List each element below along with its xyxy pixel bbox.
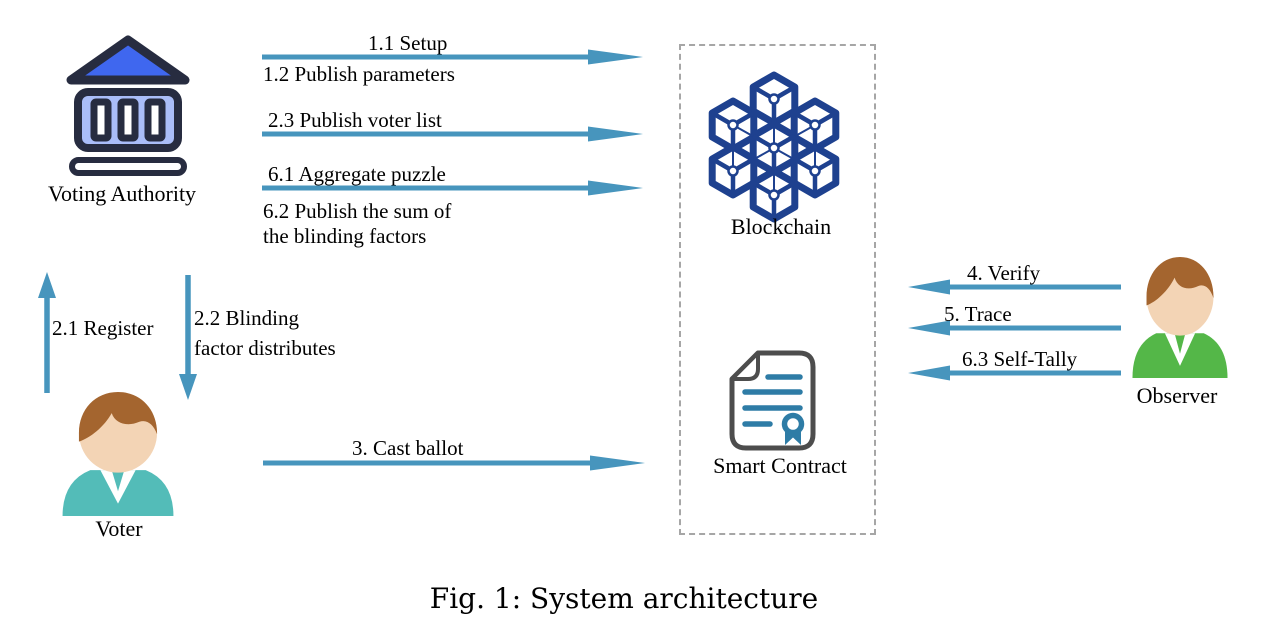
- blockchain-cubes-icon: [708, 71, 840, 223]
- edge-label-aggregate-1: 6.1 Aggregate puzzle: [268, 162, 446, 186]
- edge-label-voter-list: 2.3 Publish voter list: [268, 108, 442, 132]
- edge-label-setup-1: 1.1 Setup: [368, 31, 448, 55]
- edge-label-trace: 5. Trace: [944, 302, 1012, 326]
- edge-label-verify: 4. Verify: [967, 261, 1041, 285]
- blockchain-container-box: [679, 44, 876, 535]
- node-label-smart-contract: Smart Contract: [713, 453, 847, 478]
- arrow-self-tally: [908, 365, 1121, 381]
- arrow-publish-voter-list: [262, 126, 643, 142]
- node-label-blockchain: Blockchain: [730, 214, 832, 239]
- voter-person-icon: [62, 392, 174, 516]
- edge-label-blinding-2: factor distributes: [194, 336, 336, 360]
- edge-label-setup-2: 1.2 Publish parameters: [263, 62, 455, 86]
- arrow-verify: [908, 279, 1121, 295]
- arrow-setup: [262, 49, 643, 65]
- figure-caption: Fig. 1: System architecture: [429, 582, 819, 615]
- edge-label-cast-ballot: 3. Cast ballot: [352, 436, 464, 460]
- node-label-voter: Voter: [95, 516, 143, 541]
- node-label-voting-authority: Voting Authority: [47, 181, 197, 206]
- arrow-aggregate: [262, 180, 643, 196]
- arrow-trace: [908, 320, 1121, 336]
- observer-person-icon: [1132, 257, 1228, 378]
- bank-building-icon: [66, 35, 190, 176]
- seal-circle: [781, 412, 805, 436]
- contract-document-icon: [729, 350, 816, 451]
- node-label-observer: Observer: [1136, 383, 1218, 408]
- edge-label-self-tally: 6.3 Self-Tally: [962, 347, 1078, 371]
- edge-label-aggregate-2: 6.2 Publish the sum of: [263, 199, 452, 223]
- edge-label-aggregate-3: the blinding factors: [263, 224, 427, 248]
- arrow-cast-ballot: [263, 455, 645, 471]
- arrow-blinding-factor: [179, 275, 197, 400]
- edge-label-blinding-1: 2.2 Blinding: [194, 306, 300, 330]
- edge-label-register: 2.1 Register: [52, 316, 154, 340]
- arrow-register: [38, 272, 56, 393]
